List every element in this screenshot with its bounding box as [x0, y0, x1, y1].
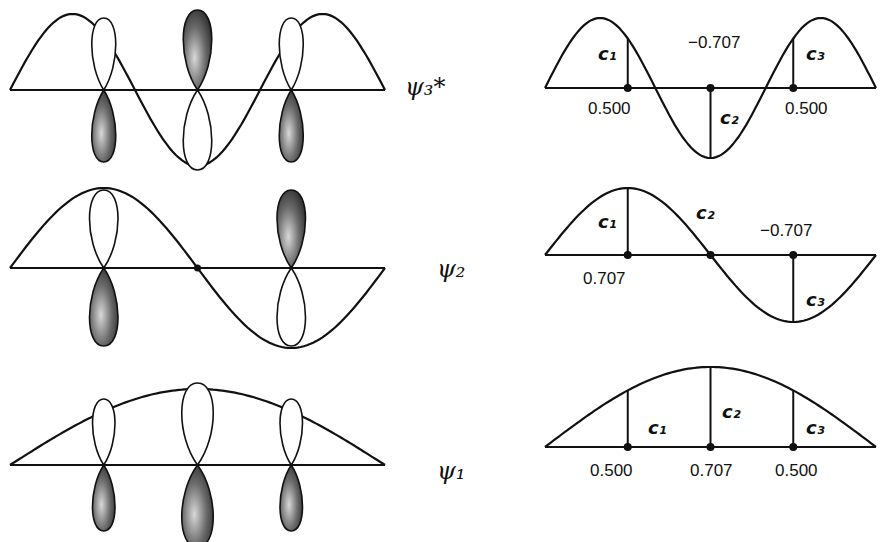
atom-dot — [624, 443, 632, 451]
coefficient-value: −0.707 — [760, 222, 812, 241]
coefficient-wave — [545, 18, 876, 158]
atom-dot — [789, 84, 797, 92]
coefficient-name: c₂ — [722, 402, 741, 422]
coefficient-name: c₂ — [720, 108, 739, 128]
coefficient-bar — [627, 39, 629, 88]
p-orbital-lobe — [182, 383, 214, 465]
p-orbital-lobe — [183, 90, 212, 170]
p-orbital-lobe — [279, 90, 303, 162]
coefficient-wave — [545, 188, 876, 322]
coefficient-bar — [710, 367, 712, 447]
atom-dot — [789, 443, 797, 451]
coefficient-name: c₁ — [648, 418, 667, 438]
coefficient-name: c₃ — [806, 44, 825, 64]
coefficient-name: c₁ — [598, 212, 617, 232]
coefficient-bar — [627, 188, 629, 255]
p-orbital-lobe — [92, 90, 116, 162]
p-orbital-lobe — [280, 399, 303, 465]
atom-dot — [624, 84, 632, 92]
p-orbital-lobe — [279, 18, 303, 90]
coefficient-value: 0.500 — [775, 462, 818, 481]
atom-dot — [707, 443, 715, 451]
coefficient-bar — [792, 39, 794, 88]
p-orbital-lobe — [182, 465, 214, 542]
node-dot — [194, 265, 201, 272]
wave-envelope — [10, 188, 385, 348]
p-orbital-lobe — [90, 268, 119, 346]
coefficient-name: c₃ — [806, 290, 825, 310]
coefficient-value: 0.707 — [690, 462, 733, 481]
coefficient-value: 0.500 — [588, 100, 631, 119]
coefficient-value: 0.500 — [590, 462, 633, 481]
p-orbital-lobe — [183, 10, 212, 90]
p-orbital-lobe — [93, 465, 116, 531]
atom-dot — [707, 84, 715, 92]
coefficient-bar — [792, 390, 794, 447]
orbital-name: ψ₂ — [437, 256, 465, 282]
p-orbital-lobe — [280, 465, 303, 531]
coefficient-name: c₃ — [806, 418, 825, 438]
coefficient-value: 0.707 — [583, 270, 626, 289]
orbital-name: ψ₁ — [437, 458, 465, 484]
coefficient-bar — [792, 255, 794, 322]
coefficient-bar — [710, 88, 712, 158]
coefficient-name: c₂ — [696, 203, 715, 223]
orbital-name: ψ₃* — [405, 74, 445, 100]
coefficient-bar — [627, 390, 629, 447]
p-orbital-lobe — [277, 268, 306, 346]
coefficient-name: c₁ — [598, 44, 617, 64]
coefficient-value: −0.707 — [688, 34, 740, 53]
p-orbital-lobe — [92, 18, 116, 90]
coefficient-wave — [545, 367, 876, 447]
p-orbital-lobe — [277, 190, 306, 268]
atom-dot — [789, 251, 797, 259]
p-orbital-lobe — [93, 399, 116, 465]
atom-dot — [624, 251, 632, 259]
p-orbital-lobe — [90, 190, 119, 268]
atom-dot — [707, 251, 715, 259]
coefficient-value: 0.500 — [785, 100, 828, 119]
